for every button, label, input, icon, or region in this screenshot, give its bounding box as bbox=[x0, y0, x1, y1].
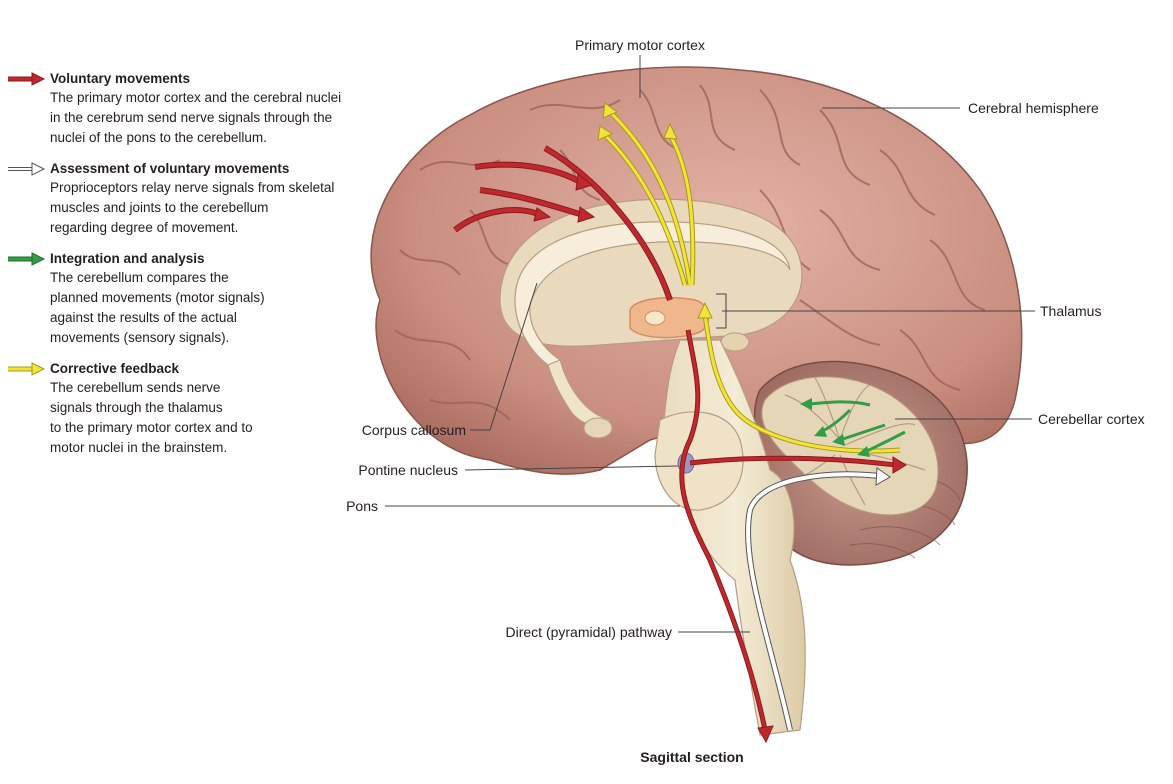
legend-text: The cerebellum compares the planned move… bbox=[50, 270, 265, 345]
legend-text: Proprioceptors relay nerve signals from … bbox=[50, 180, 335, 235]
legend-assessment: Assessment of voluntary movements Propri… bbox=[6, 160, 406, 238]
legend-title: Voluntary movements bbox=[50, 71, 191, 86]
cerebellum bbox=[753, 360, 968, 566]
label-thalamus: Thalamus bbox=[1040, 303, 1101, 319]
label-pons: Pons bbox=[346, 498, 378, 514]
label-cerebral-hemisphere: Cerebral hemisphere bbox=[968, 100, 1099, 116]
label-primary-motor-cortex: Primary motor cortex bbox=[575, 37, 705, 53]
legend-title: Corrective feedback bbox=[50, 361, 180, 376]
pineal-area bbox=[720, 332, 750, 352]
legend-text: The cerebellum sends nerve signals throu… bbox=[50, 380, 253, 455]
voluntary-movement-pathways bbox=[453, 145, 907, 744]
legend-integration: Integration and analysis The cerebellum … bbox=[6, 250, 406, 348]
corpus-callosum bbox=[514, 221, 791, 366]
thalamus-structure bbox=[629, 296, 710, 339]
legend-title: Assessment of voluntary movements bbox=[50, 161, 290, 176]
label-cerebellar-cortex: Cerebellar cortex bbox=[1038, 411, 1145, 427]
red-arrow-icon bbox=[8, 72, 46, 86]
caption-sagittal-section: Sagittal section bbox=[640, 749, 743, 765]
integration-pathways bbox=[800, 398, 906, 457]
legend-corrective-feedback: Corrective feedback The cerebellum sends… bbox=[6, 360, 406, 458]
legend-title: Integration and analysis bbox=[50, 251, 205, 266]
label-direct-pathway: Direct (pyramidal) pathway bbox=[506, 624, 673, 640]
leader-lines bbox=[385, 55, 1035, 633]
legend-voluntary-movements: Voluntary movements The primary motor co… bbox=[6, 70, 406, 148]
white-arrow-icon bbox=[8, 162, 46, 176]
legend-text: The primary motor cortex and the cerebra… bbox=[50, 90, 342, 145]
green-arrow-icon bbox=[8, 252, 46, 266]
corrective-feedback-pathways bbox=[597, 102, 901, 454]
yellow-arrow-icon bbox=[8, 362, 46, 376]
label-pontine-nucleus: Pontine nucleus bbox=[358, 462, 458, 478]
label-corpus-callosum: Corpus callosum bbox=[362, 422, 466, 438]
pituitary bbox=[583, 417, 613, 439]
legend: Voluntary movements The primary motor co… bbox=[6, 70, 406, 470]
assessment-pathway bbox=[745, 467, 891, 731]
